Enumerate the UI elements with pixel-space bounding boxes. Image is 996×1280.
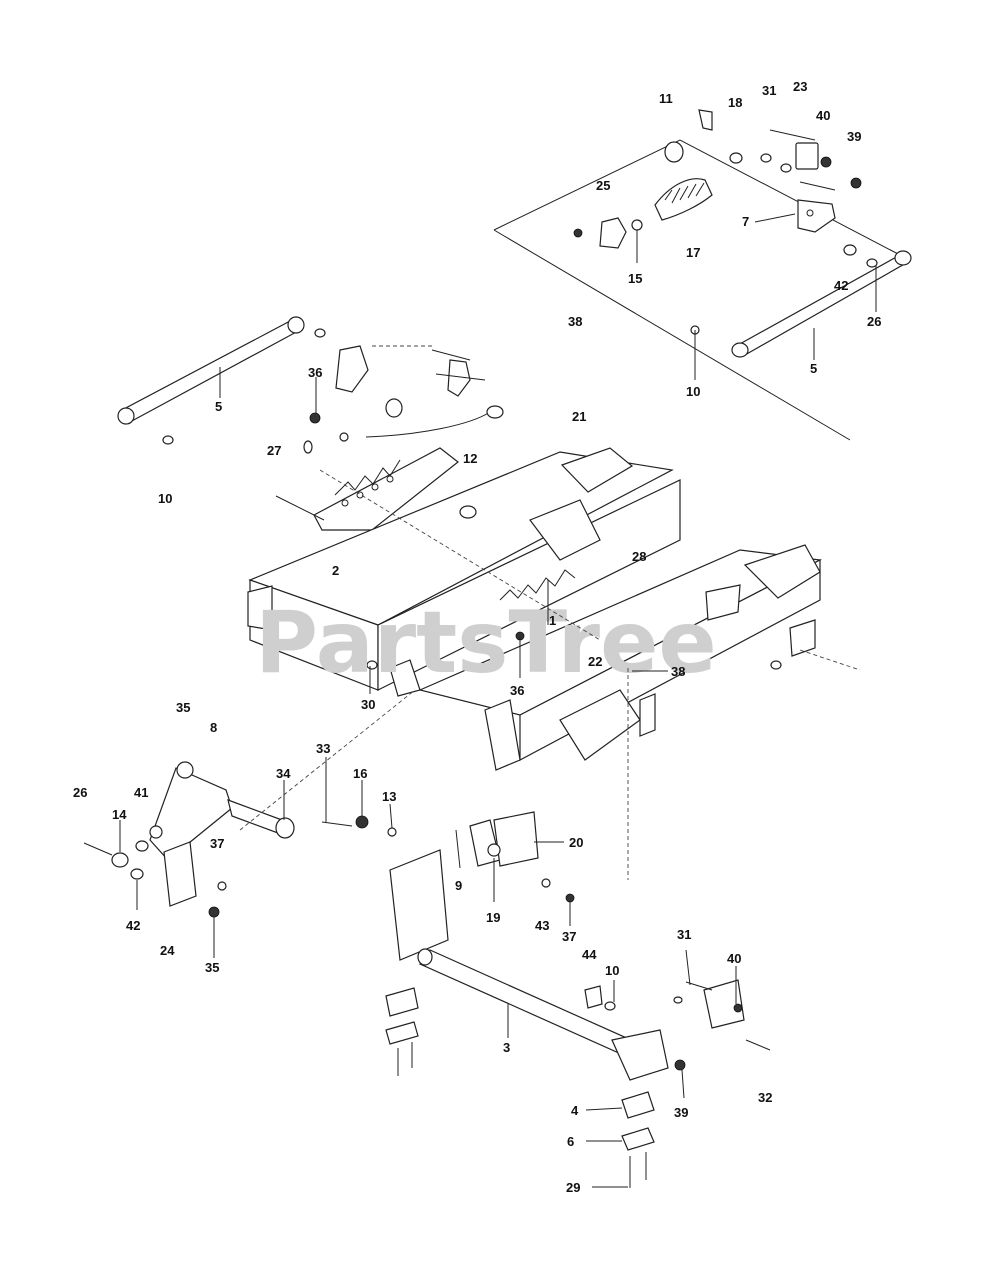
callout-37-mid: 37 — [562, 929, 576, 944]
alignment-lines — [239, 345, 861, 880]
callout-24: 24 — [160, 943, 175, 958]
plate-6 — [621, 1127, 655, 1151]
callout-18: 18 — [728, 95, 742, 110]
callout-15: 15 — [628, 271, 642, 286]
callout-2: 2 — [332, 563, 339, 578]
spacer-11 — [664, 141, 684, 163]
leader-lines — [119, 213, 877, 1188]
callout-19: 19 — [486, 910, 500, 925]
callout-37-left: 37 — [210, 836, 224, 851]
callout-7: 7 — [742, 214, 749, 229]
callout-10-bottom: 10 — [605, 963, 619, 978]
notched-plate-1 — [529, 499, 601, 561]
callout-22: 22 — [588, 654, 602, 669]
lower-center-assembly — [321, 811, 771, 1188]
callout-10-left: 10 — [158, 491, 172, 506]
block-4 — [621, 1091, 655, 1119]
callout-32: 32 — [758, 1090, 772, 1105]
callout-26-left: 26 — [73, 785, 87, 800]
pivot-arm-9 — [389, 849, 449, 961]
callout-42-left: 42 — [126, 918, 140, 933]
callout-40-top: 40 — [816, 108, 830, 123]
callout-33: 33 — [316, 741, 330, 756]
bracket-15 — [599, 217, 627, 249]
callout-39-bottom: 39 — [674, 1105, 688, 1120]
callout-38-top: 38 — [568, 314, 582, 329]
callout-36-top: 36 — [308, 365, 322, 380]
callout-41: 41 — [134, 785, 148, 800]
upper-bracket-cluster — [275, 345, 504, 531]
callout-35-bottom: 35 — [205, 960, 219, 975]
callout-39-top: 39 — [847, 129, 861, 144]
callout-25: 25 — [596, 178, 610, 193]
callout-8: 8 — [210, 720, 217, 735]
callout-6: 6 — [567, 1134, 574, 1149]
callout-5-right: 5 — [810, 361, 817, 376]
bracket-24 — [163, 841, 197, 907]
watermark: PartsTree — [255, 593, 717, 693]
plate-20 — [493, 811, 539, 867]
callout-43: 43 — [535, 918, 549, 933]
callout-28: 28 — [632, 549, 646, 564]
rear-lift-subassembly — [493, 109, 912, 441]
lower-left-lever — [83, 761, 295, 918]
callout-38-mid: 38 — [671, 664, 685, 679]
callout-1: 1 — [549, 613, 556, 628]
callout-35-top: 35 — [176, 700, 190, 715]
callout-17: 17 — [686, 245, 700, 260]
callout-14: 14 — [112, 807, 127, 822]
callout-44: 44 — [582, 947, 597, 962]
frame-bracket-rear-right — [743, 544, 821, 599]
bracket-23 — [795, 142, 819, 170]
callout-40-bottom: 40 — [727, 951, 741, 966]
lift-plate-2 — [313, 447, 459, 531]
callout-10-top: 10 — [686, 384, 700, 399]
callout-27: 27 — [267, 443, 281, 458]
callout-3: 3 — [503, 1040, 510, 1055]
callout-36-mid: 36 — [510, 683, 524, 698]
callout-29: 29 — [566, 1180, 580, 1195]
callout-20: 20 — [569, 835, 583, 850]
callout-21: 21 — [572, 409, 586, 424]
callout-4: 4 — [571, 1103, 579, 1118]
callout-23: 23 — [793, 79, 807, 94]
callout-31-top: 31 — [762, 83, 776, 98]
callout-30: 30 — [361, 697, 375, 712]
rod-5-left — [117, 316, 326, 445]
callout-labels: 11 18 31 23 40 39 25 7 17 15 42 26 38 10… — [73, 79, 881, 1195]
callout-9: 9 — [455, 878, 462, 893]
callout-16: 16 — [353, 766, 367, 781]
callout-13: 13 — [382, 789, 396, 804]
frame-bracket-rear-left — [560, 447, 634, 493]
clip-18 — [698, 109, 713, 131]
bellcrank-7 — [797, 199, 836, 233]
lift-spring — [654, 178, 713, 221]
callout-31-bottom: 31 — [677, 927, 691, 942]
callout-42-top: 42 — [834, 278, 848, 293]
washer-top — [729, 152, 743, 164]
rod-5-right — [737, 254, 910, 356]
callout-11: 11 — [659, 91, 673, 106]
callout-5-left: 5 — [215, 399, 222, 414]
callout-26-top: 26 — [867, 314, 881, 329]
callout-34: 34 — [276, 766, 291, 781]
callout-12: 12 — [463, 451, 477, 466]
